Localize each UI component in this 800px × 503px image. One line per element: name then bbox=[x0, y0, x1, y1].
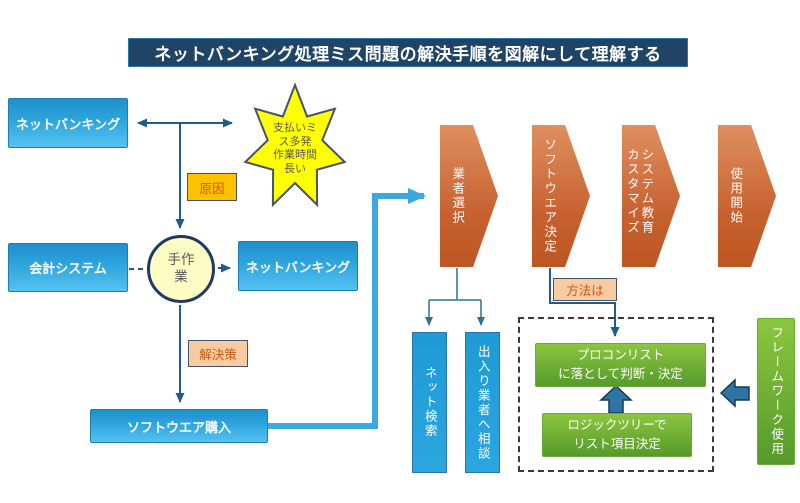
chevron-start-use-label: 使用開始 bbox=[728, 167, 743, 225]
logic-tree-box: ロジックツリーで リスト項目決定 bbox=[542, 413, 692, 457]
netbanking-box-mid-label: ネットバンキング bbox=[245, 259, 351, 275]
cause-label: 原因 bbox=[187, 173, 237, 201]
procon-list-box: プロコンリスト に落として判断・決定 bbox=[535, 343, 706, 387]
accounting-system-label: 会計システム bbox=[29, 261, 107, 276]
solution-label: 解決策 bbox=[188, 340, 248, 367]
software-purchase-label: ソフトウエア購入 bbox=[126, 419, 231, 435]
problem-star-icon bbox=[243, 82, 347, 208]
net-search-box: ネット検索 bbox=[412, 332, 447, 473]
net-search-label: ネット検索 bbox=[422, 366, 437, 439]
page-title: ネットバンキング処理ミス問題の解決手順を図解にして理解する bbox=[128, 38, 688, 67]
vendor-consult-box: 出入り業者へ相談 bbox=[465, 332, 500, 473]
framework-arrow-icon bbox=[719, 378, 750, 408]
chevron-vendor-selection-label: 業者選択 bbox=[450, 167, 465, 225]
netbanking-box-top: ネットバンキング bbox=[8, 98, 128, 148]
chevron-software-decision-label: ソフトウエア決定 bbox=[542, 138, 557, 254]
method-label: 方法は bbox=[553, 278, 617, 301]
framework-label: フレームワーク使用 bbox=[769, 326, 784, 457]
problem-star-text: 支払いミ ス多発 作業時間 長い bbox=[273, 122, 317, 175]
manual-work-circle: 手作業 bbox=[147, 235, 215, 303]
chevron-vendor-selection: 業者選択 bbox=[440, 125, 498, 267]
framework-box: フレームワーク使用 bbox=[757, 318, 795, 465]
vendor-consult-label: 出入り業者へ相談 bbox=[475, 344, 490, 461]
accounting-system-box: 会計システム bbox=[8, 243, 128, 292]
netbanking-box-top-label: ネットバンキング bbox=[15, 116, 121, 132]
netbanking-box-mid: ネットバンキング bbox=[238, 241, 358, 291]
chevron-system-training-label: システム教育カスタマイズ bbox=[625, 148, 654, 235]
decision-dashed-group bbox=[518, 317, 714, 472]
chevron-start-use: 使用開始 bbox=[718, 125, 776, 267]
chevron-system-training: システム教育カスタマイズ bbox=[622, 125, 680, 267]
chevron-software-decision: ソフトウエア決定 bbox=[532, 125, 590, 267]
software-purchase-box: ソフトウエア購入 bbox=[90, 409, 268, 443]
